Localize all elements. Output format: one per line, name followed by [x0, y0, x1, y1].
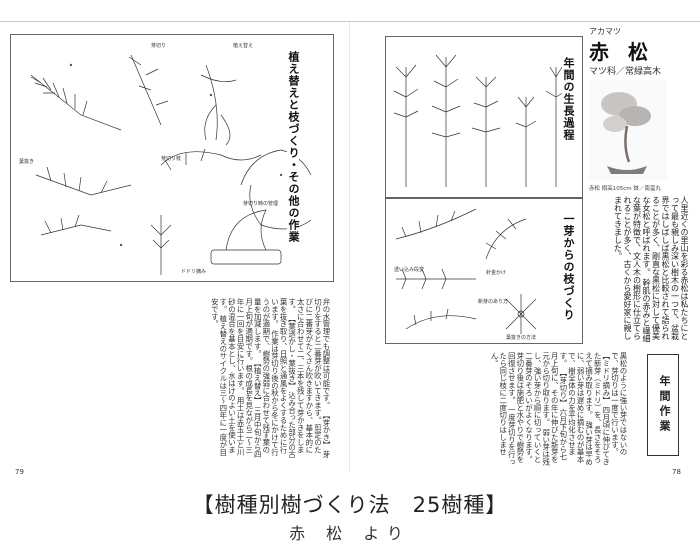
right-text-col-3: 強い芽は早めに、弱い芽は遅めに摘むのが基本で、樹全体の力を平均化させます。: [558, 352, 594, 466]
right-page-number: 78: [672, 468, 681, 476]
illus-label-4: 芽切り時の管理: [243, 200, 278, 207]
left-text-col-9: 植え替えのサイクルは三〜四年に一度が目安です。: [210, 298, 228, 456]
species-kana: アカマツ: [589, 27, 621, 36]
illus-label-0: 芽切り: [151, 42, 166, 49]
intro-col-0: 人里近くの里山を彩る赤松は私たちにとって最も親しみ深い樹木の一つで、盆栽界ではし…: [642, 196, 689, 340]
left-page-number: 79: [15, 468, 24, 476]
illus-label-2: 葉抜き: [19, 158, 34, 165]
book-spine: [349, 22, 350, 472]
right-body-text: 黒松のように強い芽ではないので、芽切りは一度で行います。 【ミドリ摘み】 四月頃…: [381, 352, 627, 466]
right-text-col-0: 黒松のように強い芽ではないので、芽切りは一度で行います。: [610, 352, 627, 456]
illus-label-1: 植え替え: [233, 42, 253, 49]
growth-process-illustrations: [393, 54, 567, 187]
left-text-col-8: 用土は赤玉土と川砂の混合を基本とし、水はけのよい土を使います。: [218, 298, 246, 456]
left-text-col-4: 込み合った部分の古葉を抜き取り、日照と通風をよくするために行います。: [270, 298, 297, 459]
branch-label-1: 新芽のあり方: [478, 298, 508, 305]
right-text-col-1: 【ミドリ摘み】: [601, 352, 611, 404]
caption-subtitle: 赤 松 より: [289, 524, 411, 543]
species-title: 赤 松: [589, 40, 654, 64]
branch-making-illustrations: 透い込み段変 新芽のあり方 葉抜きの方法 針金かけ: [394, 208, 537, 341]
right-branch-panel: 透い込み段変 新芽のあり方 葉抜きの方法 針金かけ 一芽からの枝づくり: [385, 198, 583, 344]
left-text-col-1: 【芽かき】: [322, 411, 330, 449]
right-text-col-5: 六月下旬から七月上旬に、その年に伸びた新芽を元から切り取ります。: [541, 352, 568, 463]
right-text-col-4: 【芽切り】: [558, 369, 568, 407]
left-text-col-2: 芽切りをすると二番芽が吹いてきます。剪定のたびに二番芽がたくさん吹きますから、基…: [287, 298, 330, 459]
annual-work-label: 年間作業: [658, 375, 671, 435]
top-rule: [0, 21, 700, 22]
right-text-col-2: 四月頃に伸びてきた新芽（ミドリ）を、長さをそろえて摘み取ります。: [584, 352, 611, 466]
left-text-col-0: 弁の水管理でも調整は可能です。: [322, 298, 330, 409]
bonsai-photo-image: [601, 92, 651, 174]
species-family: マツ科／常緑高木: [589, 67, 662, 77]
left-figure-label: 植え替えと枝づくり・その他の作業: [287, 51, 300, 271]
left-text-col-3: 【葉透かし・葉抜き】: [287, 315, 297, 390]
left-text-col-6: 【植え替え】: [253, 359, 263, 404]
left-illustration-panel: 芽切り 植え替え 葉抜き 芽切り枝 芽切り時の管理 ドドリ摘み 植え替えと枝づく…: [10, 34, 334, 282]
illus-label-5: ドドリ摘み: [181, 268, 206, 275]
bonsai-photo: [589, 80, 667, 180]
left-text-col-5: 作業は芽切り後の秋から冬にかけて行うのが適期で、樹勢の強弱に合わせて残す葉の量を…: [253, 298, 280, 456]
right-figure-label-bottom: 一芽からの枝づくり: [562, 213, 575, 333]
branch-label-3: 針金かけ: [486, 269, 506, 276]
photo-caption: 赤松 樹高105cm 鉢／南蛮丸: [589, 186, 661, 192]
intro-col-1: 幹肌の赤みと繊細な葉が特徴で、文人木の樹形に仕立てられることが多く、古くから愛好…: [613, 196, 652, 343]
caption-title: 【樹種別樹づくり法 25樹種】: [192, 493, 508, 517]
annual-work-box: 年間作業: [647, 354, 679, 456]
right-text-col-7: 芽切り後は施肥と水やりで樹勢を回復させます。: [507, 352, 525, 463]
species-intro-text: 人里近くの里山を彩る赤松は私たちにとって最も親しみ深い樹木の一つで、盆栽界ではし…: [589, 196, 690, 346]
right-growth-panel: 年間の生長過程: [385, 36, 583, 198]
illus-label-3: 芽切り枝: [161, 155, 181, 162]
right-text-col-8: 一度芽切りを行ったら同じ枝に二度切りはしません。: [490, 352, 517, 466]
right-figure-label-top: 年間の生長過程: [562, 57, 575, 187]
branch-label-0: 透い込み段変: [394, 266, 424, 273]
left-body-text: 弁の水管理でも調整は可能です。 【芽かき】 芽切りをすると二番芽が吹いてきます。…: [10, 298, 330, 460]
right-page: 年間の生長過程 透い込み段変 新芽のあり方 葉抜きの方法 針金かけ 一芽からの枝…: [357, 24, 690, 479]
left-page: 芽切り 植え替え 葉抜き 芽切り枝 芽切り時の管理 ドドリ摘み 植え替えと枝づく…: [10, 24, 342, 479]
left-text-col-7: 三月中旬から四月上旬が適期です。根の成長を見ながら二〜三年に一回を目安に行います…: [236, 298, 263, 459]
right-text-col-6: 弱い芽は残し、強い芽から順に切っていくと二番芽のそろいがよくなります。: [524, 352, 551, 466]
pine-technique-illustrations: 芽切り 植え替え 葉抜き 芽切り枝 芽切り時の管理 ドドリ摘み: [19, 42, 312, 275]
branch-label-2: 葉抜きの方法: [506, 334, 536, 341]
